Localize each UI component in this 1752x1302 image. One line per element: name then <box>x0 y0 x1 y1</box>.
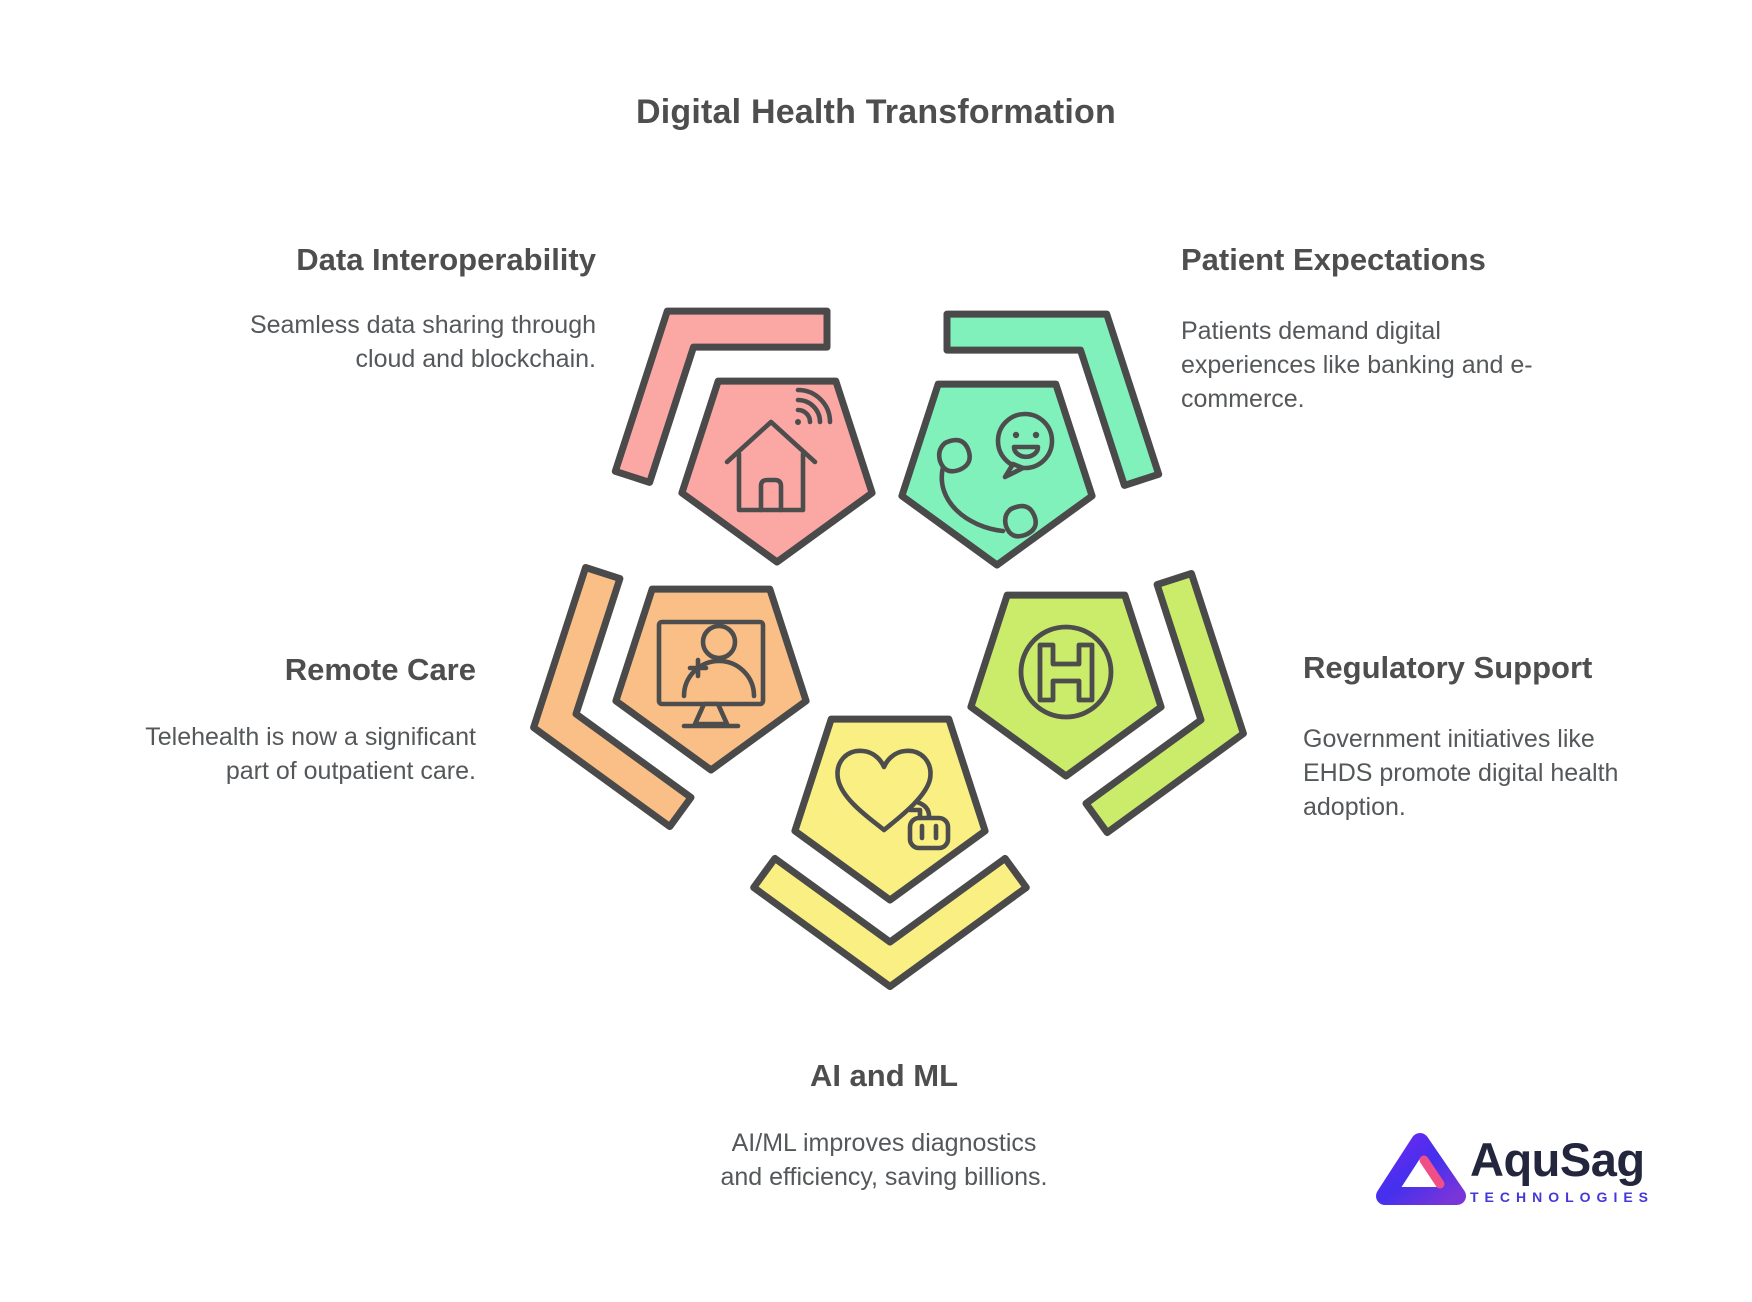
section-data-interoperability: Data Interoperability Seamless data shar… <box>126 242 596 376</box>
logo-text: AquSag TECHNOLOGIES <box>1470 1136 1654 1204</box>
unit-ai-and-ml <box>750 715 1030 990</box>
section-body: Seamless data sharing through cloud and … <box>249 310 596 373</box>
section-remote-care: Remote Care Telehealth is now a signific… <box>36 652 476 788</box>
unit-patient-expectations <box>898 310 1163 569</box>
unit-remote-care <box>530 564 810 831</box>
section-regulatory-support: Regulatory Support Government initiative… <box>1303 650 1703 824</box>
section-heading: Remote Care <box>284 652 476 687</box>
section-heading: AI and ML <box>809 1058 959 1093</box>
orange-chevron-band <box>530 564 695 831</box>
section-body: Patients demand digital experiences like… <box>1181 316 1533 413</box>
section-body: AI/ML improves diagnostics and efficienc… <box>720 1128 1048 1191</box>
pink-pentagon <box>678 377 876 566</box>
unit-data-interoperability <box>611 307 876 566</box>
phone-chat-smiley-icon <box>936 411 1055 539</box>
mint-pentagon <box>898 380 1096 569</box>
section-patient-expectations: Patient Expectations Patients demand dig… <box>1181 242 1601 416</box>
lime-pentagon <box>967 591 1165 780</box>
section-body: Telehealth is now a significant part of … <box>145 722 476 785</box>
smart-home-wifi-icon <box>724 387 833 513</box>
section-heading: Data Interoperability <box>296 242 596 277</box>
lime-chevron-band <box>1082 570 1247 837</box>
heart-robot-icon <box>835 748 951 851</box>
pink-chevron-band <box>611 307 831 486</box>
mint-chevron-band <box>943 310 1163 489</box>
section-heading: Regulatory Support <box>1303 650 1593 685</box>
section-body: Government initiatives like EHDS promote… <box>1303 724 1619 821</box>
aqusag-logo: AquSag TECHNOLOGIES <box>1364 1122 1694 1222</box>
section-heading: Patient Expectations <box>1181 242 1486 277</box>
yellow-chevron-band <box>750 854 1030 990</box>
unit-regulatory-support <box>967 570 1247 837</box>
yellow-pentagon <box>791 715 989 904</box>
page-title: Digital Health Transformation <box>636 93 1116 131</box>
section-ai-and-ml: AI and ML AI/ML improves diagnostics and… <box>634 1058 1134 1194</box>
hospital-helipad-icon <box>1018 624 1114 720</box>
aqusag-logo-mark-icon <box>1376 1133 1466 1205</box>
logo-tagline: TECHNOLOGIES <box>1470 1189 1655 1205</box>
telehealth-monitor-icon <box>656 619 766 729</box>
logo-company-name: AquSag <box>1470 1133 1645 1186</box>
